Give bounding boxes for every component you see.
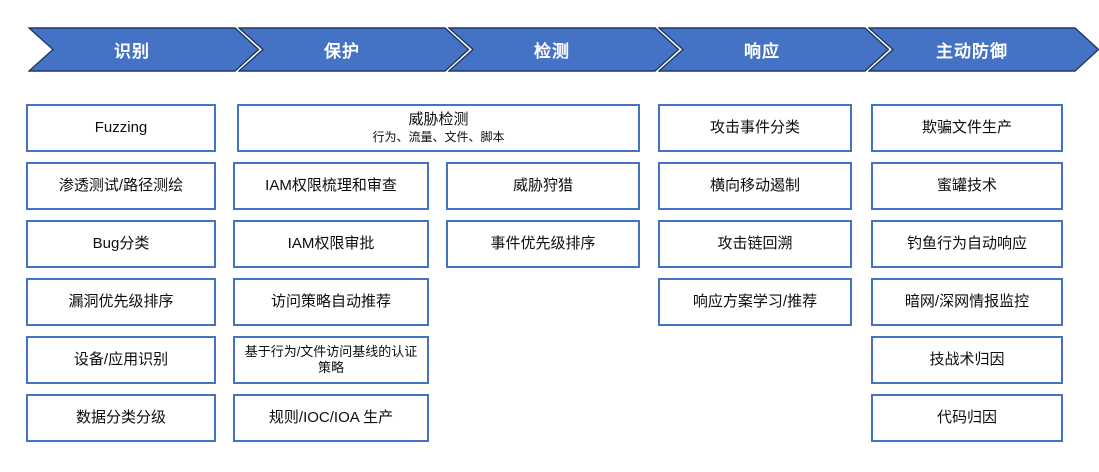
box-label: 蜜罐技术 [936,177,997,194]
box-label: 设备/应用识别 [73,351,169,368]
capability-box-baseline-auth-policy: 基于行为/文件访问基线的认证策略 [233,336,429,384]
box-label: 技战术归因 [929,351,1005,368]
threat-detection-title: 威胁检测 [408,111,469,129]
capability-box-pentest-path-mapping: 渗透测试/路径测绘 [26,162,216,210]
capability-box-iam-approval: IAM权限审批 [233,220,429,268]
threat-detection-subtitle: 行为、流量、文件、脚本 [372,130,505,145]
column-identify: Fuzzing 渗透测试/路径测绘 Bug分类 漏洞优先级排序 设备/应用识别 … [26,104,216,452]
stage-label-identify: 识别 [114,42,150,61]
chevron-shape-icon [28,27,260,72]
column-active-defense: 欺骗文件生产 蜜罐技术 钓鱼行为自动响应 暗网/深网情报监控 技战术归因 代码归… [871,104,1063,452]
stage-label-active-defense: 主动防御 [936,42,1008,61]
stage-arrow-protect: 保护 [238,27,470,72]
box-label: 欺骗文件生产 [921,119,1012,136]
box-label: 攻击事件分类 [709,119,800,136]
box-label: 访问策略自动推荐 [270,293,391,310]
capability-box-iam-review: IAM权限梳理和审查 [233,162,429,210]
stage-arrow-respond: 响应 [658,27,890,72]
column-detect: 威胁狩猎 事件优先级排序 [446,162,640,278]
column-respond: 攻击事件分类 横向移动遏制 攻击链回溯 响应方案学习/推荐 [658,104,852,336]
stage-label-protect: 保护 [324,42,360,61]
chevron-shape-icon [238,27,470,72]
capability-box-data-classification: 数据分类分级 [26,394,216,442]
box-label: 暗网/深网情报监控 [904,293,1030,310]
box-label: Bug分类 [92,235,150,252]
capability-box-decoy-file-production: 欺骗文件生产 [871,104,1063,152]
box-label: 基于行为/文件访问基线的认证策略 [244,343,418,375]
box-label: 漏洞优先级排序 [68,293,174,310]
capability-box-threat-detection: 威胁检测 行为、流量、文件、脚本 [237,104,640,152]
box-label: 数据分类分级 [75,409,166,426]
capability-box-device-app-identification: 设备/应用识别 [26,336,216,384]
box-label: 事件优先级排序 [490,235,596,252]
box-label: 渗透测试/路径测绘 [58,177,184,194]
capability-box-threat-hunting: 威胁狩猎 [446,162,640,210]
box-label: Fuzzing [94,119,148,136]
stage-arrow-identify: 识别 [28,27,260,72]
capability-box-rule-ioc-ioa-production: 规则/IOC/IOA 生产 [233,394,429,442]
capability-box-access-policy-recommendation: 访问策略自动推荐 [233,278,429,326]
column-protect: IAM权限梳理和审查 IAM权限审批 访问策略自动推荐 基于行为/文件访问基线的… [233,162,429,452]
capability-box-code-attribution: 代码归因 [871,394,1063,442]
capability-box-response-plan-recommendation: 响应方案学习/推荐 [658,278,852,326]
box-label: 响应方案学习/推荐 [692,293,818,310]
capability-box-fuzzing: Fuzzing [26,104,216,152]
capability-box-lateral-movement-containment: 横向移动遏制 [658,162,852,210]
stage-label-detect: 检测 [534,42,570,61]
box-label: 钓鱼行为自动响应 [906,235,1027,252]
box-label: 威胁狩猎 [512,177,573,194]
chevron-shape-icon [658,27,890,72]
capability-box-bug-triage: Bug分类 [26,220,216,268]
stage-arrow-detect: 检测 [448,27,680,72]
chevron-shape-icon [448,27,680,72]
box-label: 攻击链回溯 [717,235,793,252]
stage-arrow-active-defense: 主动防御 [868,27,1099,72]
capability-box-attack-chain-traceback: 攻击链回溯 [658,220,852,268]
capability-box-incident-prioritization: 事件优先级排序 [446,220,640,268]
box-label: 代码归因 [936,409,997,426]
capability-box-darkweb-intel-monitoring: 暗网/深网情报监控 [871,278,1063,326]
box-label: IAM权限梳理和审查 [265,177,397,194]
capability-box-phishing-auto-response: 钓鱼行为自动响应 [871,220,1063,268]
capability-box-ttp-attribution: 技战术归因 [871,336,1063,384]
capability-box-attack-event-classification: 攻击事件分类 [658,104,852,152]
chevron-shape-icon [868,27,1099,72]
stage-label-respond: 响应 [744,42,780,61]
box-label: IAM权限审批 [287,235,375,252]
capability-box-honeypot: 蜜罐技术 [871,162,1063,210]
box-label: 横向移动遏制 [709,177,800,194]
box-label: 规则/IOC/IOA 生产 [268,409,394,426]
capability-box-vuln-prioritization: 漏洞优先级排序 [26,278,216,326]
